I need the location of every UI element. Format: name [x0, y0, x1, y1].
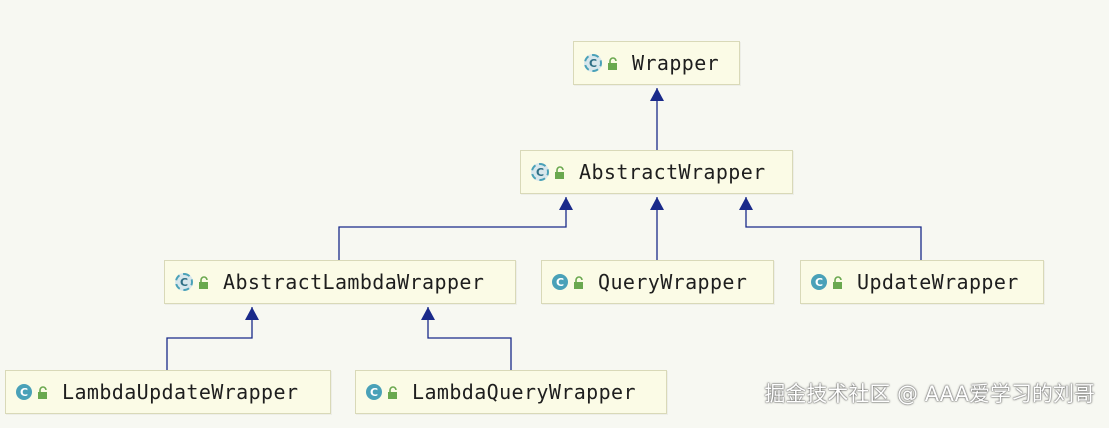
arrowhead-abstract_wrapper — [739, 197, 753, 210]
class-icon: C — [531, 163, 549, 181]
class-node-wrapper[interactable]: C Wrapper — [573, 41, 740, 85]
class-node-update-wrapper[interactable]: C UpdateWrapper — [800, 260, 1044, 304]
class-label: Wrapper — [632, 51, 720, 75]
class-icon: C — [584, 54, 602, 72]
arrowhead-abstract_wrapper — [559, 197, 573, 210]
arrowhead-abstract_lambda_wrapper — [421, 307, 435, 320]
edge-abstract_lambda_wrapper-to-abstract_wrapper — [338, 197, 567, 260]
class-icon: C — [366, 384, 382, 400]
arrowhead-abstract_wrapper — [650, 197, 664, 210]
class-label: AbstractWrapper — [579, 160, 766, 184]
edge-update_wrapper-to-abstract_wrapper — [745, 197, 922, 260]
watermark: 掘金技术社区 @ AAA爱学习的刘哥 — [764, 382, 1095, 406]
lock-icon — [555, 165, 564, 179]
class-node-query-wrapper[interactable]: C QueryWrapper — [541, 260, 774, 304]
class-label: AbstractLambdaWrapper — [223, 270, 485, 294]
class-label: UpdateWrapper — [857, 270, 1019, 294]
class-node-lambda-update-wrapper[interactable]: C LambdaUpdateWrapper — [5, 370, 331, 414]
class-node-lambda-query-wrapper[interactable]: C LambdaQueryWrapper — [355, 370, 667, 414]
lock-icon — [38, 385, 47, 399]
class-icon: C — [811, 274, 827, 290]
class-node-abstract-lambda-wrapper[interactable]: C AbstractLambdaWrapper — [164, 260, 516, 304]
class-label: QueryWrapper — [598, 270, 748, 294]
arrowhead-wrapper — [650, 88, 664, 101]
edge-lambda_update_wrapper-to-abstract_lambda_wrapper — [166, 307, 253, 370]
lock-icon — [388, 385, 397, 399]
arrowhead-abstract_lambda_wrapper — [245, 307, 259, 320]
edge-lambda_query_wrapper-to-abstract_lambda_wrapper — [427, 307, 512, 370]
edges-layer — [166, 88, 922, 370]
lock-icon — [608, 56, 617, 70]
class-label: LambdaQueryWrapper — [412, 380, 636, 404]
class-icon: C — [16, 384, 32, 400]
class-label: LambdaUpdateWrapper — [62, 380, 299, 404]
class-node-abstract-wrapper[interactable]: C AbstractWrapper — [520, 150, 793, 194]
lock-icon — [199, 275, 208, 289]
class-icon: C — [552, 274, 568, 290]
class-icon: C — [175, 273, 193, 291]
lock-icon — [833, 275, 842, 289]
lock-icon — [574, 275, 583, 289]
